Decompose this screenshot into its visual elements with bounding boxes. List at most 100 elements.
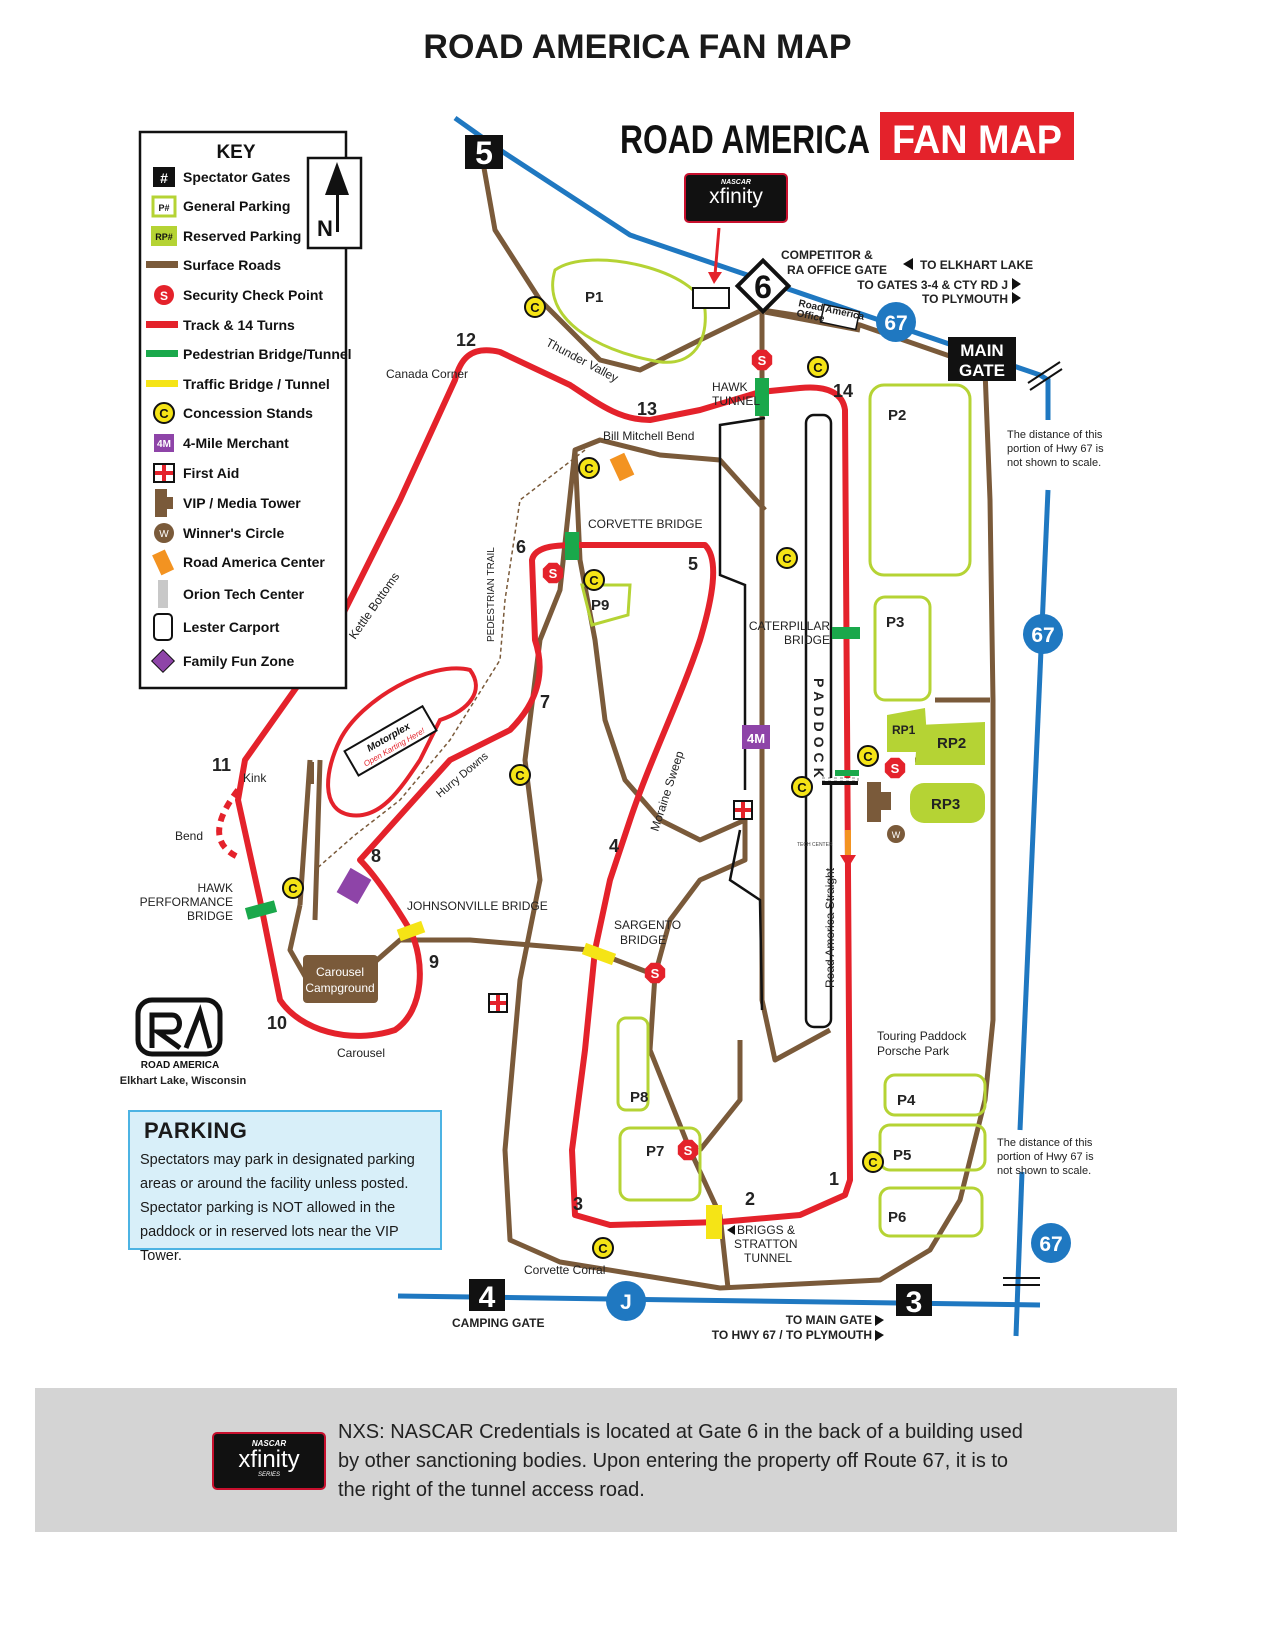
svg-text:Hurry Downs: Hurry Downs bbox=[434, 750, 491, 800]
svg-text:C: C bbox=[589, 573, 599, 588]
key-item-label: 4-Mile Merchant bbox=[183, 435, 289, 451]
page-title: ROAD AMERICA FAN MAP bbox=[423, 28, 852, 66]
key-symbol-icon bbox=[152, 549, 175, 576]
svg-text:P6: P6 bbox=[888, 1209, 906, 1226]
credentials-arrowhead bbox=[708, 272, 722, 284]
svg-text:5: 5 bbox=[475, 135, 493, 171]
pedestrian-trail bbox=[314, 449, 586, 871]
svg-text:C: C bbox=[782, 551, 792, 566]
key-item-label: First Aid bbox=[183, 465, 239, 481]
xfinity-logo-small: NASCAR bbox=[721, 179, 751, 186]
concession-stand-icon: C bbox=[578, 457, 600, 479]
svg-text:4M: 4M bbox=[157, 439, 171, 450]
break-marks bbox=[1003, 361, 1063, 1286]
svg-text:Kink: Kink bbox=[243, 771, 267, 785]
xfinity-logo-footer: NASCAR xfinity SERIES bbox=[212, 1432, 326, 1490]
key-item-label: Security Check Point bbox=[183, 287, 323, 303]
svg-text:P4: P4 bbox=[897, 1092, 916, 1109]
parking-info-box: PARKING Spectators may park in designate… bbox=[128, 1110, 442, 1264]
security-checkpoint-icon: S bbox=[644, 962, 666, 984]
place-labels: COMPETITOR & RA OFFICE GATE TO ELKHART L… bbox=[140, 248, 1104, 1342]
turn-3: 3 bbox=[573, 1194, 583, 1214]
svg-text:4: 4 bbox=[479, 1281, 496, 1314]
svg-text:CAMPING GATE: CAMPING GATE bbox=[452, 1316, 544, 1330]
svg-text:S: S bbox=[684, 1143, 693, 1158]
main-gate: MAIN GATE bbox=[948, 337, 1016, 381]
concession-stand-icon: C bbox=[791, 776, 813, 798]
xfinity-logo-main: xfinity bbox=[709, 185, 763, 208]
key-item: VIP / Media Tower bbox=[155, 489, 301, 517]
turn-9: 9 bbox=[429, 952, 439, 972]
turn-4: 4 bbox=[609, 836, 619, 856]
bend-dashed-track bbox=[216, 788, 242, 861]
key-item: 4M 4-Mile Merchant bbox=[154, 434, 289, 452]
turn-14: 14 bbox=[833, 381, 853, 401]
key-item-label: VIP / Media Tower bbox=[183, 495, 301, 511]
svg-text:S: S bbox=[160, 289, 168, 303]
key-item: Family Fun Zone bbox=[150, 648, 294, 674]
svg-text:BRIGGS &: BRIGGS & bbox=[737, 1223, 795, 1237]
svg-text:C: C bbox=[515, 768, 525, 783]
carousel-campground-label-2: Campground bbox=[305, 981, 374, 995]
svg-text:S: S bbox=[891, 761, 900, 776]
key-symbol-icon: # bbox=[153, 167, 175, 187]
svg-text:P1: P1 bbox=[585, 289, 603, 306]
family-fun-zone-icon bbox=[336, 867, 372, 905]
key-item-label: Spectator Gates bbox=[183, 169, 291, 185]
gate-5: 5 bbox=[465, 135, 503, 171]
parking-info-title: PARKING bbox=[144, 1118, 248, 1143]
key-item: RP#Reserved Parking bbox=[151, 226, 301, 246]
svg-text:C: C bbox=[863, 749, 873, 764]
svg-text:BRIDGE: BRIDGE bbox=[187, 909, 233, 923]
svg-text:TUNNEL: TUNNEL bbox=[744, 1251, 792, 1265]
parking-info-text: Spectators may park in designated parkin… bbox=[140, 1152, 415, 1264]
svg-text:P#: P# bbox=[158, 203, 169, 213]
svg-text:C: C bbox=[797, 780, 807, 795]
motorplex-karting: Motorplex Open Karting Here! bbox=[326, 666, 478, 818]
security-checkpoint-icon: S bbox=[677, 1139, 699, 1161]
svg-text:4M: 4M bbox=[747, 731, 765, 746]
concession-stand-icon: C bbox=[583, 569, 605, 591]
key-item: First Aid bbox=[153, 463, 239, 483]
key-symbol-icon: C bbox=[153, 402, 175, 424]
key-symbol-icon bbox=[153, 613, 173, 641]
turn-10: 10 bbox=[267, 1013, 287, 1033]
svg-text:COMPETITOR &: COMPETITOR & bbox=[781, 248, 873, 262]
svg-text:N: N bbox=[317, 216, 333, 241]
svg-text:J: J bbox=[620, 1291, 632, 1314]
svg-text:C: C bbox=[159, 406, 169, 421]
paddock-area bbox=[718, 413, 833, 1029]
svg-text:P3: P3 bbox=[886, 614, 904, 631]
race-track bbox=[235, 347, 853, 1228]
svg-text:C: C bbox=[598, 1241, 608, 1256]
key-item-label: Family Fun Zone bbox=[183, 653, 294, 669]
svg-text:The distance of this: The distance of this bbox=[997, 1137, 1093, 1149]
direction-arrowhead bbox=[840, 855, 856, 868]
svg-text:Porsche Park: Porsche Park bbox=[877, 1044, 950, 1058]
concession-stand-icon: C bbox=[282, 877, 304, 899]
svg-text:not shown to scale.: not shown to scale. bbox=[997, 1165, 1091, 1177]
svg-text:RP3: RP3 bbox=[931, 796, 960, 813]
gate-3: 3 bbox=[896, 1284, 932, 1319]
svg-text:P9: P9 bbox=[591, 597, 609, 614]
carousel-campground bbox=[303, 955, 378, 1003]
start-finish-line bbox=[821, 777, 859, 785]
svg-text:RP1: RP1 bbox=[892, 723, 916, 737]
turn-11: 11 bbox=[212, 755, 231, 775]
svg-text:C: C bbox=[288, 881, 298, 896]
concession-stand-icon: C bbox=[807, 356, 829, 378]
key-item-label: Concession Stands bbox=[183, 405, 313, 421]
svg-text:STRATTON: STRATTON bbox=[734, 1237, 798, 1251]
xfinity-logo-map: NASCAR xfinity bbox=[684, 173, 788, 223]
footer-notice: NASCAR xfinity SERIES NXS: NASCAR Creden… bbox=[35, 1388, 1177, 1532]
svg-text:Carousel: Carousel bbox=[337, 1046, 385, 1060]
turn-numbers: 1 2 3 4 5 6 7 8 9 10 11 12 13 14 bbox=[212, 330, 853, 1214]
vip-media-tower-icon bbox=[867, 782, 891, 822]
turn-5: 5 bbox=[688, 554, 698, 574]
svg-text:RA OFFICE GATE: RA OFFICE GATE bbox=[787, 263, 887, 277]
key-title: KEY bbox=[216, 142, 255, 163]
pedestrian-bridges bbox=[244, 378, 860, 920]
